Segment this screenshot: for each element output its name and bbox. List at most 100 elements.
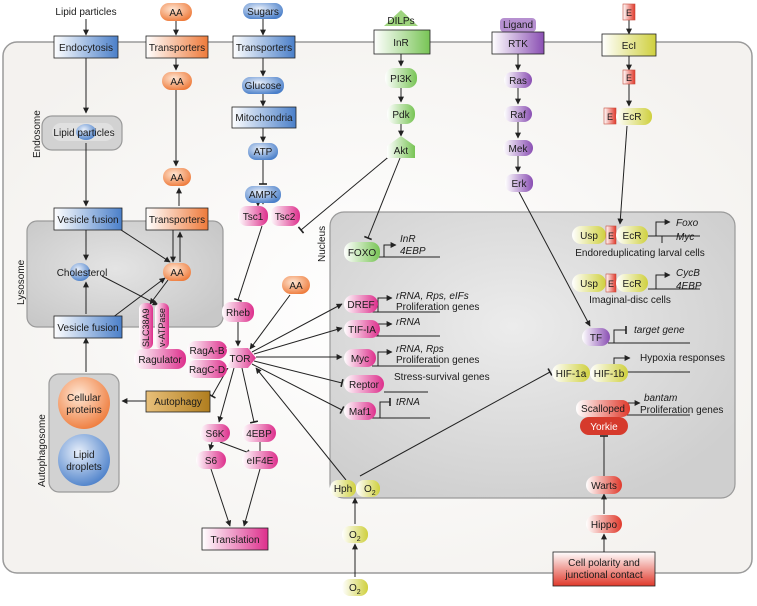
tif-ia-shape [344, 320, 380, 338]
endocytosis-box [53, 35, 119, 59]
lipid-droplets-text-line2: droplets [66, 462, 102, 473]
eif4e-shape [242, 451, 278, 469]
e-mid-label: E [626, 73, 632, 83]
slc38a9-shape [139, 303, 153, 349]
edge-s6k-s6 [208, 441, 215, 451]
cellular-proteins-text-line2: proteins [66, 405, 102, 416]
scalloped-shape [576, 400, 630, 417]
erk-shape [505, 174, 533, 192]
edge-s6-translation [210, 468, 232, 527]
lipid-droplets-circle [58, 434, 110, 486]
bantam-label: bantam [644, 393, 677, 404]
atp-shape [248, 143, 278, 160]
ecr-top-label: EcR [623, 112, 642, 123]
hif-1b-shape [590, 364, 628, 382]
yorkie-prolif: Proliferation genes [640, 405, 723, 416]
ecr-2-shape [616, 274, 648, 292]
dilps-input-label: DILPs [387, 16, 414, 27]
yorkie-label: Yorkie [590, 422, 618, 433]
vesicle-fusion-2-label: Vesicle fusion [57, 323, 118, 334]
lysosome-label: Lysosome [16, 259, 27, 305]
pi3k-label: PI3K [390, 74, 412, 85]
s6-shape [196, 451, 226, 469]
o2-hph-label: O2 [364, 484, 376, 497]
lipid-particles-input: Lipid particles [55, 7, 116, 18]
ligand-input-shape [500, 18, 536, 32]
e-ecr-label: E [607, 112, 613, 122]
hph-label: Hph [334, 484, 352, 495]
ecr-2-label: EcR [623, 279, 642, 290]
yorkie-shape [580, 417, 628, 435]
4ebp-shape [242, 424, 276, 442]
o2-hph-sub: 2 [372, 490, 376, 497]
o2-mid-o: O [349, 530, 357, 541]
hif-1a-shape [552, 364, 590, 382]
e-1-label: E [608, 231, 614, 241]
lipid-particles-endo-dot [76, 124, 96, 140]
eci-label: EcI [622, 41, 636, 52]
s6k-label: S6K [206, 429, 225, 440]
ligand-input-label: Ligand [503, 20, 533, 31]
pdk-shape [387, 104, 415, 124]
aa-mid-label: AA [170, 77, 184, 88]
akt-label: Akt [394, 146, 409, 157]
ragc-d-shape [187, 360, 227, 378]
raga-b-label: RagA-B [189, 346, 224, 357]
dref-label: DREF [347, 300, 374, 311]
akt-shape [387, 136, 415, 158]
usp-2-shape [572, 274, 606, 292]
maf1-gene-line [372, 402, 430, 419]
vesicle-fusion-2-box [53, 315, 123, 339]
tsc1-shape [238, 206, 268, 226]
aa-lys-top-shape [163, 168, 191, 186]
edge-akt-foxo [363, 157, 401, 241]
reptor-targets: Stress-survival genes [394, 372, 490, 383]
tf-shape [582, 328, 610, 346]
ecr-1-shape [616, 226, 648, 244]
cholesterol-label: Cholesterol [57, 268, 108, 279]
vesicle-fusion-1-box [53, 207, 123, 231]
gene-glyphs [372, 222, 700, 419]
edge-eif4e-translation [242, 468, 261, 527]
o2-mid-label: O2 [349, 530, 361, 543]
edge-tor-maf1 [251, 363, 345, 414]
mitochondria-box [231, 106, 297, 129]
translation-box [201, 527, 269, 551]
edge-hph-hif [359, 368, 553, 477]
glucose-shape [242, 77, 284, 94]
transporters-sugar-box [232, 35, 296, 59]
raf-shape [504, 106, 532, 122]
hippo-shape [586, 515, 622, 533]
aa-input-label: AA [169, 8, 183, 19]
o2-mid-shape [342, 526, 368, 543]
ampk-label: AMPK [249, 190, 278, 201]
transporters-sugar-label: Transporters [236, 43, 292, 54]
tsc2-shape [270, 206, 300, 226]
ecr1-gene-line [648, 222, 700, 237]
foxo-gene-line [378, 245, 440, 258]
edge-akt-tsc2 [297, 153, 393, 234]
autophagy-label: Autophagy [154, 397, 202, 408]
rtk-label: RTK [508, 39, 528, 50]
eif4e-label: eIF4E [247, 456, 274, 467]
mek-shape [503, 140, 533, 156]
tor-shape [226, 348, 256, 368]
v-atpase-label: v-ATPase [157, 308, 167, 347]
reptor-shape [344, 375, 384, 393]
transporters-lys-label: Transporters [149, 215, 205, 226]
edge-aa-tor [249, 294, 291, 350]
rtk-box [491, 31, 545, 55]
4ebp-label: 4EBP [246, 429, 272, 440]
foxo-target-4ebp: 4EBP [400, 246, 426, 257]
edge-tsc-rheb [233, 225, 263, 302]
nucleus-label: Nucleus [317, 226, 328, 262]
hippo-label: Hippo [591, 520, 618, 531]
s6k-shape [200, 424, 230, 442]
raga-b-shape [187, 341, 227, 359]
ecr1-foxo: Foxo [676, 218, 699, 229]
edge-tor-tifia [253, 326, 343, 355]
rheb-shape [222, 302, 254, 322]
edge-ecr-nucleus [617, 125, 628, 225]
